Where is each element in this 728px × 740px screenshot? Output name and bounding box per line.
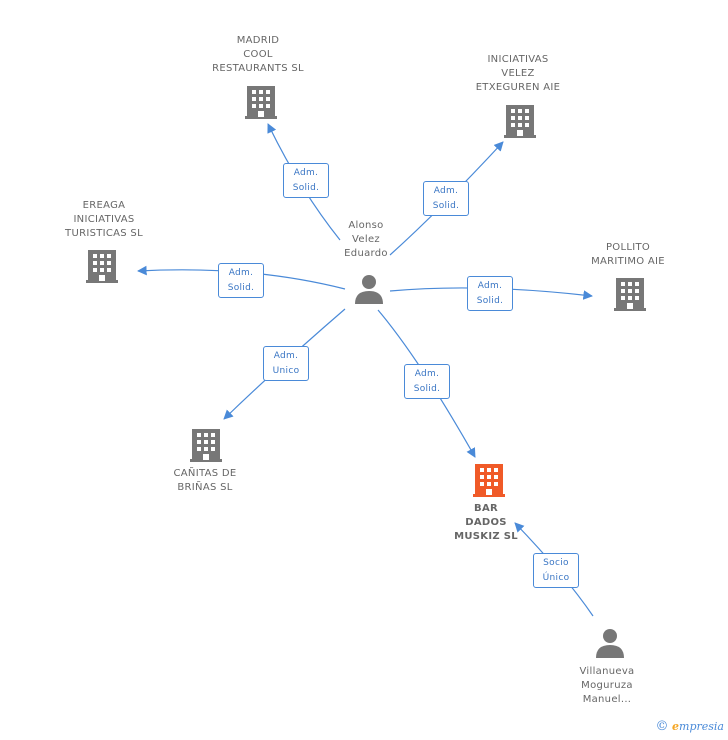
- node-label-ereaga[interactable]: EREAGA INICIATIVAS TURISTICAS SL: [65, 200, 143, 239]
- node-label-canitas[interactable]: CAÑITAS DE BRIÑAS SL: [173, 468, 237, 493]
- edge-label-to-madrid[interactable]: Adm. Solid.: [283, 163, 329, 198]
- copyright-icon: ©: [655, 719, 669, 734]
- node-label-alonso[interactable]: Alonso Velez Eduardo: [344, 220, 388, 259]
- node-label-pollito[interactable]: POLLITO MARITIMO AIE: [591, 242, 665, 267]
- node-label-iniciativas[interactable]: INICIATIVAS VELEZ ETXEGUREN AIE: [475, 54, 561, 93]
- edge-label-to-pollito[interactable]: Adm. Solid.: [467, 276, 513, 311]
- building-icon[interactable]: [614, 277, 646, 311]
- person-icon[interactable]: [595, 628, 625, 658]
- person-icon[interactable]: [354, 274, 384, 304]
- building-icon[interactable]: [86, 249, 118, 283]
- edge-label-to-bar[interactable]: Adm. Solid.: [404, 364, 450, 399]
- building-icon[interactable]: [473, 463, 505, 497]
- footer-brand[interactable]: © empresia: [656, 719, 724, 734]
- edge-label-to-iniciativas[interactable]: Adm. Solid.: [423, 181, 469, 216]
- edge-label-to-ereaga[interactable]: Adm. Solid.: [218, 263, 264, 298]
- brand-initial: e: [672, 720, 680, 733]
- edge-label-to-canitas[interactable]: Adm. Unico: [263, 346, 309, 381]
- edge-label-villanueva-to-bar[interactable]: Socio Único: [533, 553, 579, 588]
- building-icon[interactable]: [245, 85, 277, 119]
- node-label-bar[interactable]: BAR DADOS MUSKIZ SL: [454, 503, 518, 542]
- building-icon[interactable]: [190, 428, 222, 462]
- brand-name: mpresia: [679, 720, 724, 733]
- node-label-villanueva[interactable]: Villanueva Moguruza Manuel...: [579, 666, 635, 705]
- node-label-madrid[interactable]: MADRID COOL RESTAURANTS SL: [212, 35, 304, 74]
- building-icon[interactable]: [504, 104, 536, 138]
